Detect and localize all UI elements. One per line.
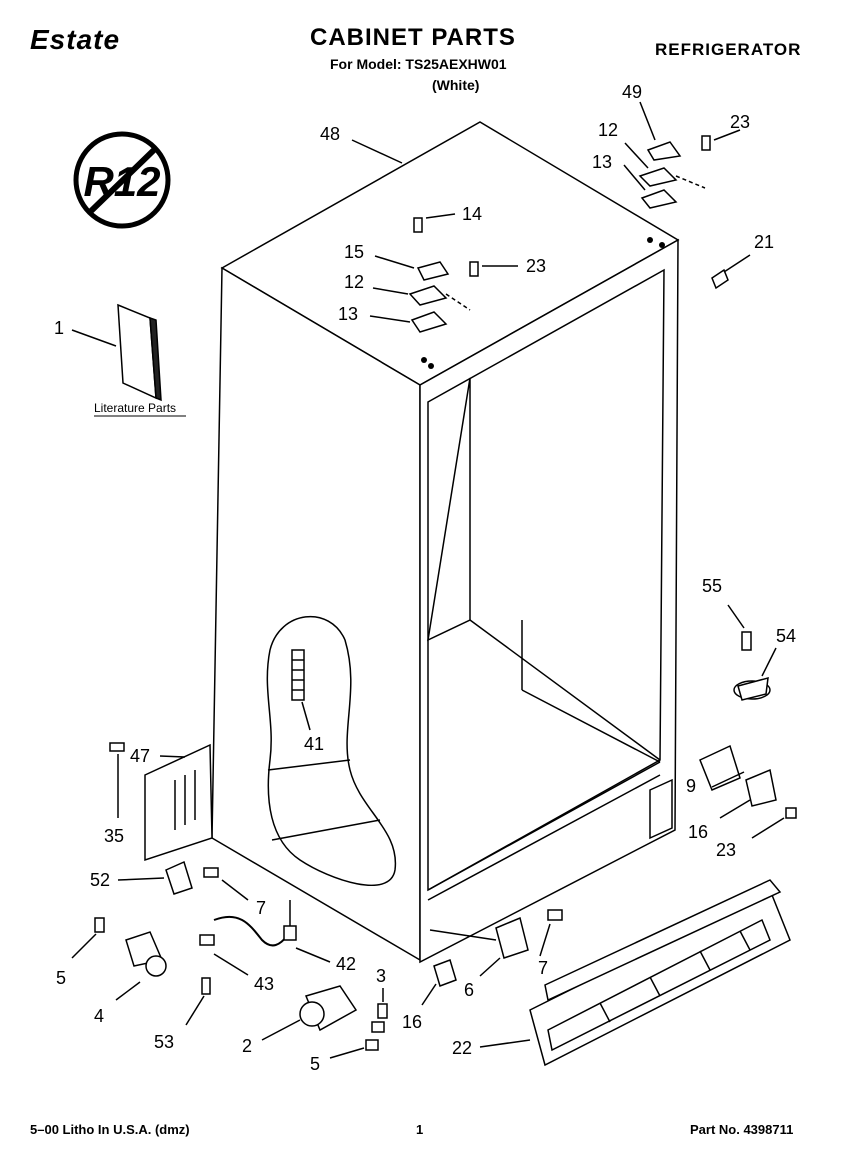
callout-47: 47: [130, 746, 150, 766]
model-line: For Model: TS25AEXHW01: [330, 56, 507, 72]
color-line: (White): [432, 77, 480, 93]
callout-48: 48: [320, 124, 340, 144]
callout-4: 4: [94, 1006, 104, 1026]
cabinet-shell: [211, 121, 680, 964]
callout-43: 43: [254, 974, 274, 994]
callout-1: 1: [54, 318, 64, 338]
footer-litho: 5–00 Litho In U.S.A. (dmz): [30, 1122, 190, 1137]
callout-6: 6: [464, 980, 474, 1000]
drain-hose: [199, 900, 297, 995]
callout-12b: 12: [344, 272, 364, 292]
callout-41: 41: [304, 734, 324, 754]
callout-7a: 7: [256, 898, 266, 918]
callout-42: 42: [336, 954, 356, 974]
callout-14: 14: [462, 204, 482, 224]
callout-15: 15: [344, 242, 364, 262]
footer-page-number: 1: [416, 1122, 424, 1137]
literature-booklet: [117, 303, 162, 402]
caster-rear: [299, 985, 388, 1051]
footer-part-number: Part No. 4398711: [690, 1122, 794, 1137]
control-bracket: [109, 742, 213, 862]
callout-53: 53: [154, 1032, 174, 1052]
right-hinge-parts: [638, 135, 729, 290]
callout-3: 3: [376, 966, 386, 986]
callout-54: 54: [776, 626, 796, 646]
callout-22: 22: [452, 1038, 472, 1058]
no-r12-badge: R12: [73, 131, 171, 229]
leveling-parts: [733, 631, 771, 701]
callout-13b: 13: [338, 304, 358, 324]
callout-49: 49: [622, 82, 642, 102]
right-bracket: [699, 744, 797, 819]
callout-52: 52: [90, 870, 110, 890]
category-label: REFRIGERATOR: [655, 40, 802, 59]
toe-grille: [529, 879, 791, 1067]
bracket-52: [165, 860, 219, 895]
callout-5b: 5: [310, 1054, 320, 1074]
callout-16b: 16: [402, 1012, 422, 1032]
callout-23c: 23: [716, 840, 736, 860]
callout-9: 9: [686, 776, 696, 796]
callout-23b: 23: [526, 256, 546, 276]
callout-7b: 7: [538, 958, 548, 978]
bracket-6: [429, 909, 563, 987]
callout-13a: 13: [592, 152, 612, 172]
caster-front: [94, 917, 167, 977]
leader-lines: [71, 101, 785, 1059]
callout-12a: 12: [598, 120, 618, 140]
callout-5a: 5: [56, 968, 66, 988]
center-hinge-parts: [408, 217, 479, 369]
drain-tube: [291, 649, 305, 701]
callout-35: 35: [104, 826, 124, 846]
callout-16a: 16: [688, 822, 708, 842]
page-title: CABINET PARTS: [310, 24, 516, 51]
brand-logo: Estate: [30, 24, 121, 55]
literature-parts-label: Literature Parts: [94, 401, 176, 415]
callout-23a: 23: [730, 112, 750, 132]
callout-55: 55: [702, 576, 722, 596]
callout-2: 2: [242, 1036, 252, 1056]
callout-21: 21: [754, 232, 774, 252]
